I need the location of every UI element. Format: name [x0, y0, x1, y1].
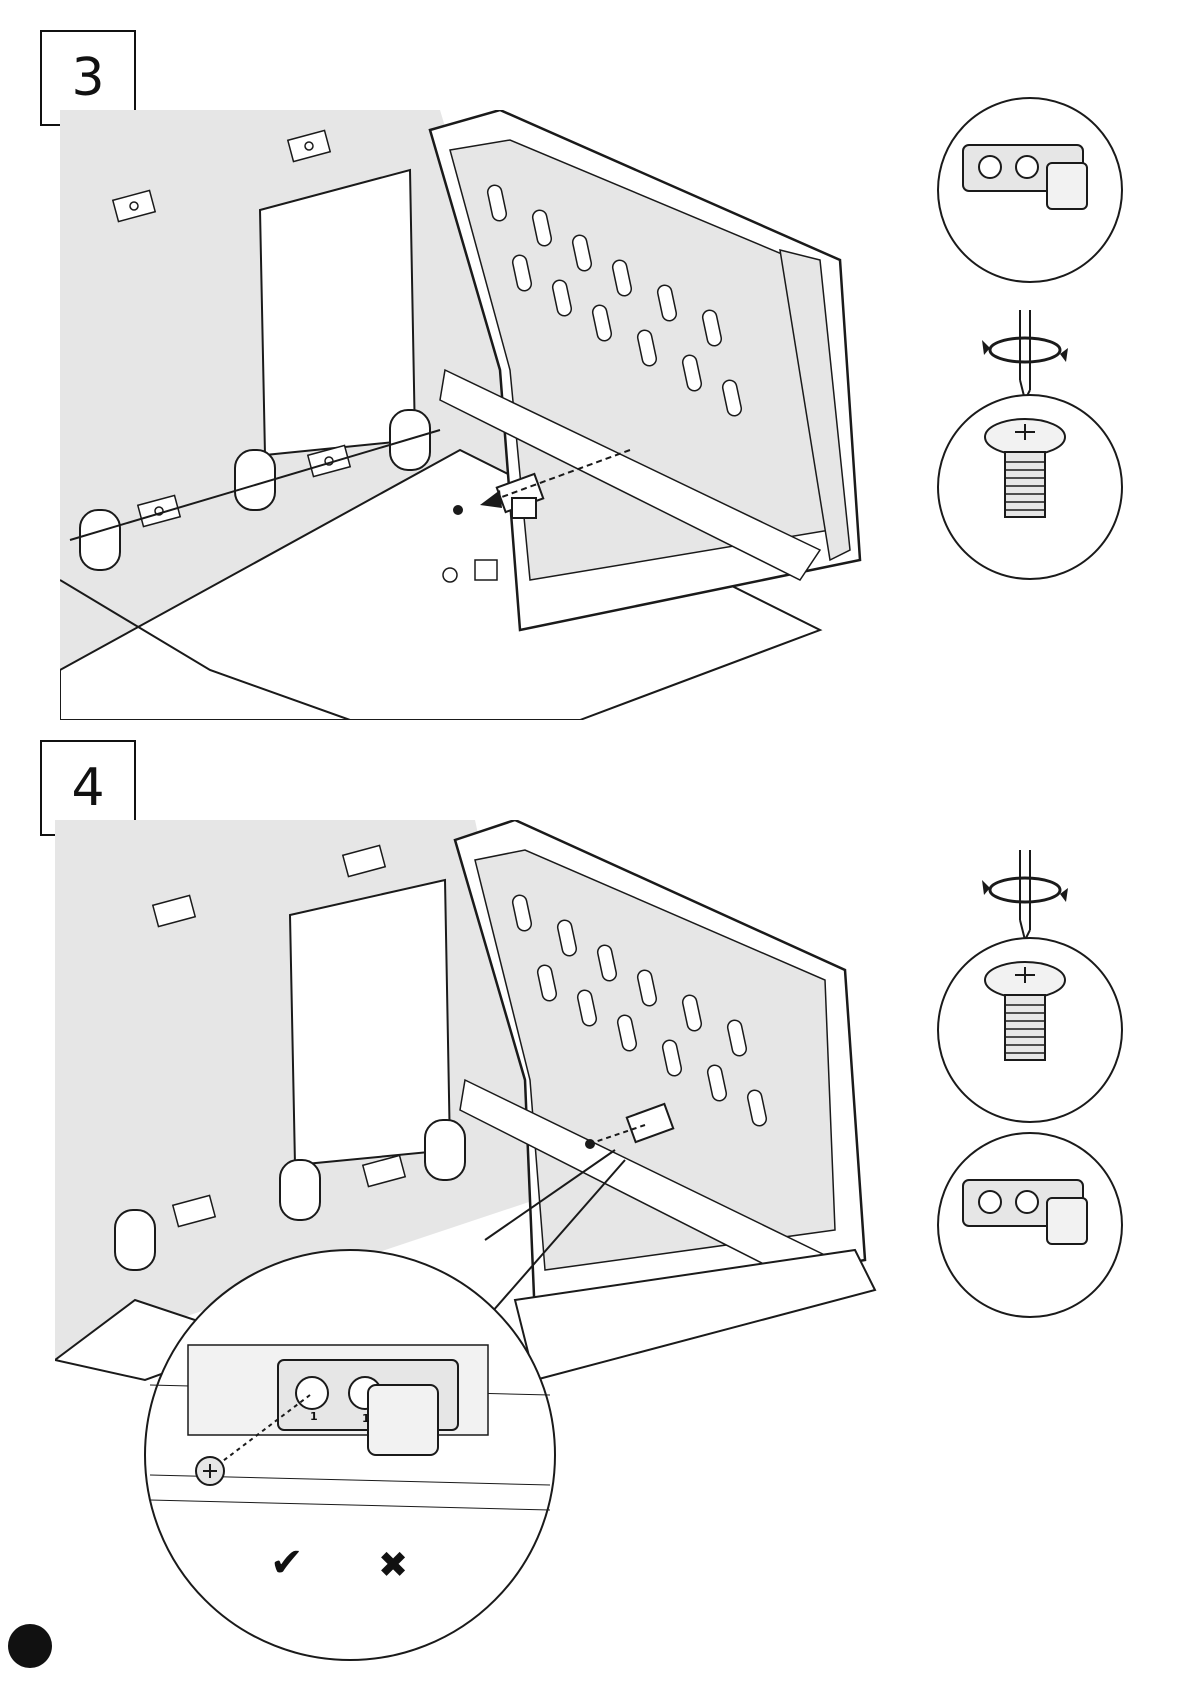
check-icon: ✔ — [270, 1540, 304, 1586]
step-3-screw-detail — [935, 392, 1125, 582]
hole-label-right: 1 — [362, 1412, 370, 1425]
step-3-label: 3 — [71, 48, 104, 108]
step-4-bracket-detail — [935, 1130, 1125, 1320]
step-3-bracket-detail — [935, 95, 1125, 285]
hole-label-left: 1 — [310, 1410, 318, 1423]
page-marker-dot — [8, 1624, 52, 1668]
cross-icon: ✖ — [378, 1545, 408, 1586]
step-4-label: 4 — [71, 758, 104, 818]
step-4-screw-detail — [935, 935, 1125, 1125]
step-3-assembly-illustration — [60, 110, 920, 720]
step-4-zoom-detail — [140, 1245, 560, 1665]
